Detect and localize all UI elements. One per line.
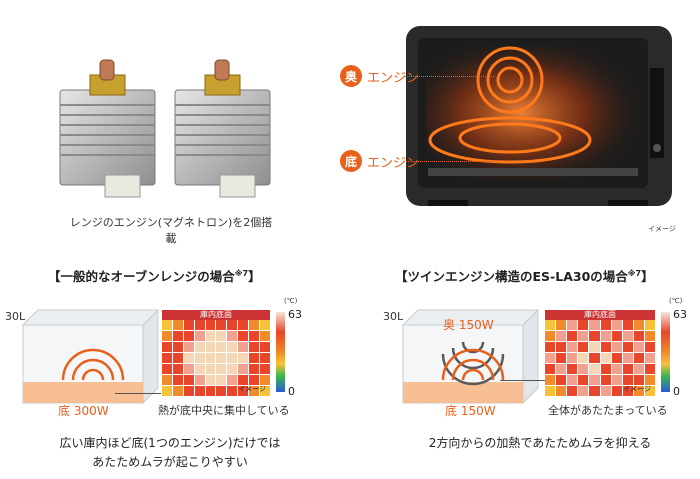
oven-callout-bottom: 底 エンジン xyxy=(340,150,419,172)
right-scale-min: 0 xyxy=(673,385,680,398)
left-scale-unit: (℃) xyxy=(284,297,298,305)
right-capacity: 30L xyxy=(383,310,404,323)
right-heatmap-image-note: イメージ xyxy=(623,385,651,393)
left-source-label: 底 300W xyxy=(58,404,109,418)
callout-line-bottom xyxy=(404,161,499,162)
rear-engine-label: エンジン xyxy=(367,70,420,86)
left-heatmap: 庫内底面 イメージ xyxy=(162,310,270,396)
right-scale-unit: (℃) xyxy=(669,297,683,305)
oven-illustration xyxy=(398,8,680,218)
right-cavity-diagram xyxy=(398,300,543,408)
left-desc-line2: あたためムラが起こりやすい xyxy=(92,455,248,469)
magnetron-caption: レンジのエンジン(マグネトロン)を2個搭載 xyxy=(69,216,273,245)
right-heading: 【ツインエンジン構造のES-LA30の場合※7】 xyxy=(395,268,654,284)
right-scale-max: 63 xyxy=(673,308,687,321)
magnetron-icon xyxy=(59,59,271,198)
oven-icon xyxy=(406,26,672,206)
left-heatmap-title: 庫内底面 xyxy=(162,310,270,320)
right-heatmap: 庫内底面 イメージ xyxy=(545,310,655,396)
left-heatmap-image-note: イメージ xyxy=(238,385,266,393)
left-heading: 【一般的なオーブンレンジの場合※7】 xyxy=(48,268,261,284)
right-heatmap-caption: 全体があたたまっている xyxy=(548,404,668,417)
right-heatmap-title: 庫内底面 xyxy=(545,310,655,320)
left-cavity-diagram xyxy=(18,300,163,408)
left-desc-line1: 広い庫内ほど底(1つのエンジン)だけでは xyxy=(59,436,281,450)
bottom-engine-label: エンジン xyxy=(367,155,420,171)
left-heatmap-caption: 熱が底中央に集中している xyxy=(158,404,290,417)
right-leader-line xyxy=(500,380,546,381)
left-description: 広い庫内ほど底(1つのエンジン)だけでは あたためムラが起こりやすい xyxy=(20,434,320,472)
left-color-scale xyxy=(276,312,285,392)
left-scale-min: 0 xyxy=(288,385,295,398)
left-leader-line xyxy=(115,393,161,394)
right-source-bottom-label: 底 150W xyxy=(445,404,496,418)
left-scale-max: 63 xyxy=(288,308,302,321)
right-description: 2方向からの加熱であたためムラを抑える xyxy=(395,434,685,453)
right-source-top-label: 奥 150W xyxy=(443,318,494,332)
rear-badge: 奥 xyxy=(340,65,362,87)
left-heatmap-grid xyxy=(162,320,270,396)
right-heatmap-grid xyxy=(545,320,655,396)
oven-image-note: イメージ xyxy=(648,225,676,233)
right-desc-line1: 2方向からの加熱であたためムラを抑える xyxy=(428,436,652,450)
magnetron-illustration xyxy=(45,55,295,205)
oven-callout-rear: 奥 エンジン xyxy=(340,65,419,87)
right-color-scale xyxy=(661,312,670,392)
bottom-badge: 底 xyxy=(340,150,362,172)
left-capacity: 30L xyxy=(5,310,26,323)
callout-line-rear xyxy=(404,76,494,77)
